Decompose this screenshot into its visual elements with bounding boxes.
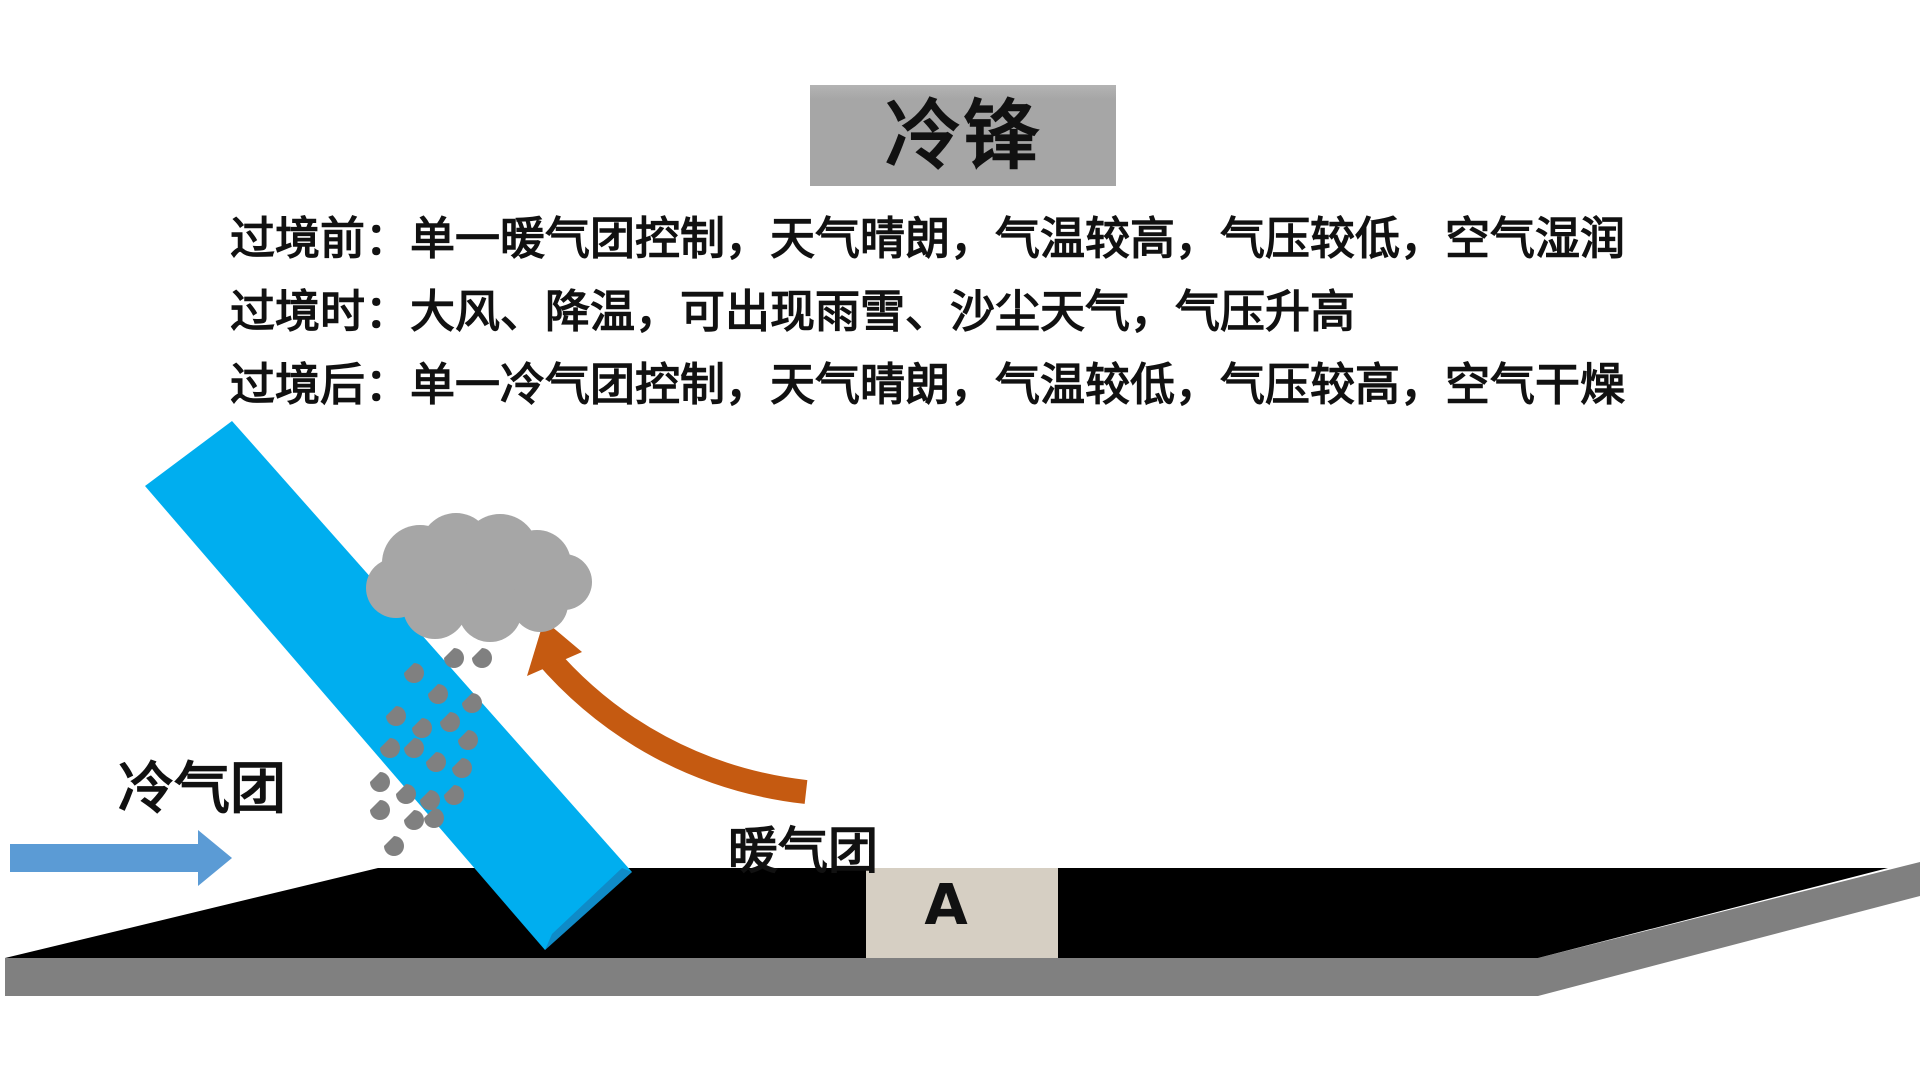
description-line-after: 过境后：单一冷气团控制，天气晴朗，气温较低，气压较高，空气干燥 <box>230 362 1625 407</box>
cold-air-label: 冷气团 <box>118 757 286 822</box>
cold-front-edge <box>545 868 632 950</box>
location-label: A <box>924 873 968 938</box>
description-label: 过境后 <box>230 358 366 411</box>
description-label: 过境前 <box>230 212 366 265</box>
description-separator: ： <box>365 212 411 265</box>
description-separator: ： <box>365 285 411 338</box>
ground-side <box>5 862 1920 996</box>
location-box <box>866 868 1058 958</box>
description-text: 单一冷气团控制，天气晴朗，气温较低，气压较高，空气干燥 <box>410 358 1626 411</box>
cold-front-band <box>145 421 632 950</box>
warm-air-label: 暖气团 <box>728 822 878 880</box>
description-label: 过境时 <box>230 285 366 338</box>
description-text: 大风、降温，可出现雨雪、沙尘天气，气压升高 <box>410 285 1356 338</box>
title-banner: 冷锋 <box>810 85 1116 186</box>
curved-arrow-icon <box>527 620 808 804</box>
cloud-icon <box>366 513 592 642</box>
rain-drops-icon <box>370 648 492 856</box>
description-text: 单一暖气团控制，天气晴朗，气温较高，气压较低，空气湿润 <box>410 212 1626 265</box>
description-separator: ： <box>365 358 411 411</box>
right-arrow-icon <box>10 830 232 886</box>
page-title: 冷锋 <box>885 90 1041 180</box>
description-line-during: 过境时：大风、降温，可出现雨雪、沙尘天气，气压升高 <box>230 289 1355 334</box>
description-line-before: 过境前：单一暖气团控制，天气晴朗，气温较高，气压较低，空气湿润 <box>230 216 1625 261</box>
